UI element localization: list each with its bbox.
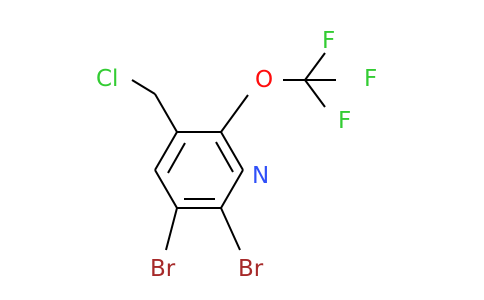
bond-cf3-f3	[304, 79, 326, 108]
bond-c3-o	[220, 94, 249, 133]
atom-br-right: Br	[238, 256, 264, 282]
bond-c3-c2-inner	[215, 141, 234, 173]
atom-f-bottom: F	[338, 108, 351, 134]
bond-c4-ch2	[154, 93, 178, 133]
bonds	[131, 52, 336, 251]
bond-c4-c5	[154, 131, 178, 171]
atom-n: N	[252, 163, 269, 189]
bond-ch2-cl	[131, 79, 156, 95]
bond-c1-br2	[220, 207, 241, 251]
atom-cl: Cl	[96, 66, 118, 92]
atom-f-right: F	[364, 66, 377, 92]
bond-c6-br1	[165, 207, 178, 251]
atom-o: O	[255, 67, 273, 93]
bond-c3-c2	[220, 131, 244, 171]
atom-labels: Cl O F F F N Br Br	[96, 28, 377, 282]
bond-c5-c6	[154, 169, 178, 209]
bond-c1-n	[220, 169, 244, 209]
bond-c4-c5-inner	[167, 142, 186, 174]
bond-cf3-f1	[304, 52, 326, 81]
atom-f-top: F	[322, 28, 335, 54]
atom-br-left: Br	[150, 256, 176, 282]
